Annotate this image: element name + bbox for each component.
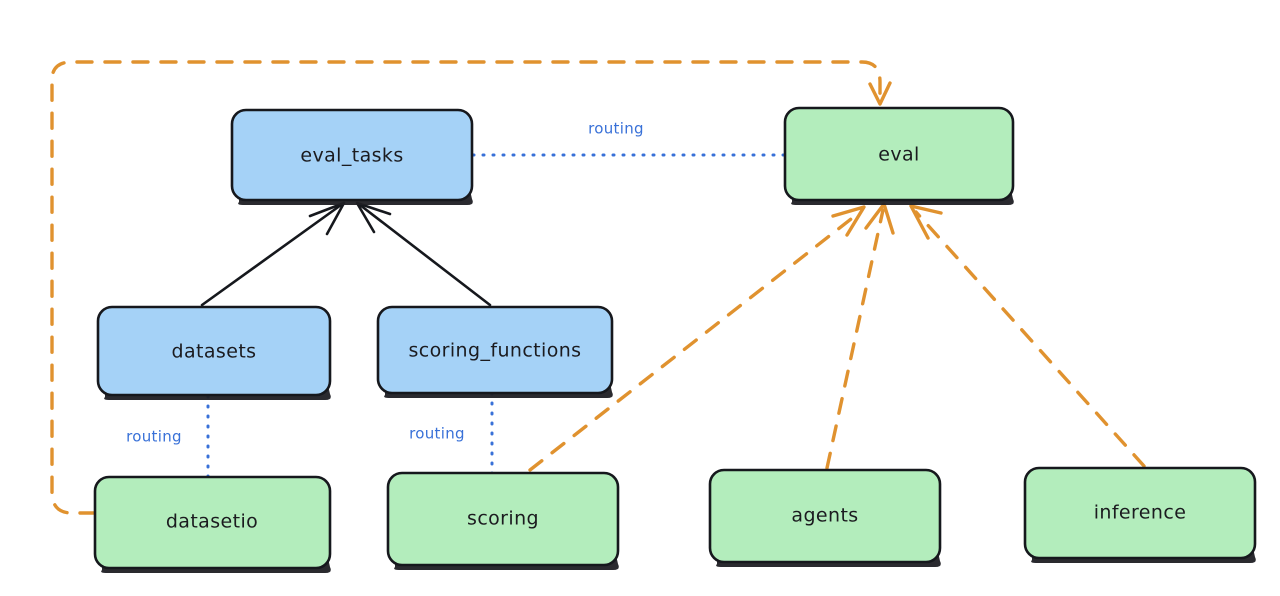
node-label-eval-tasks: eval_tasks — [300, 145, 403, 167]
node-eval[interactable]: eval — [783, 106, 1015, 205]
node-label-scoring: scoring — [467, 508, 539, 530]
edge-labels-layer: routing routing routing — [126, 120, 644, 446]
node-scoring[interactable]: scoring — [386, 471, 620, 570]
edge-datasetio-to-eval[interactable] — [50, 60, 892, 515]
edge-inference-to-eval[interactable] — [909, 204, 1146, 468]
node-eval-tasks[interactable]: eval_tasks — [230, 108, 474, 205]
edge-label-routing-scoring-functions: routing — [409, 425, 465, 443]
node-inference[interactable]: inference — [1023, 466, 1257, 563]
node-label-agents: agents — [791, 505, 858, 527]
node-scoring-functions[interactable]: scoring_functions — [376, 305, 614, 398]
node-label-inference: inference — [1094, 502, 1187, 524]
edge-scoring-to-eval[interactable] — [528, 205, 866, 472]
edge-scoring-functions-to-eval-tasks[interactable] — [355, 201, 492, 307]
edge-agents-to-eval[interactable] — [825, 202, 895, 470]
edge-label-routing-datasets: routing — [126, 428, 182, 446]
node-label-eval: eval — [878, 144, 919, 166]
node-datasetio[interactable]: datasetio — [93, 475, 332, 573]
nodes-layer: eval_tasks eval datasets scoring_functio… — [93, 106, 1257, 573]
node-label-scoring-functions: scoring_functions — [409, 340, 582, 362]
edge-label-routing-eval-tasks: routing — [588, 120, 644, 138]
edge-datasets-to-eval-tasks[interactable] — [200, 201, 346, 307]
node-agents[interactable]: agents — [708, 468, 942, 567]
node-datasets[interactable]: datasets — [96, 305, 332, 400]
node-label-datasetio: datasetio — [166, 511, 258, 533]
node-label-datasets: datasets — [172, 341, 257, 363]
edges-layer — [50, 60, 1146, 515]
